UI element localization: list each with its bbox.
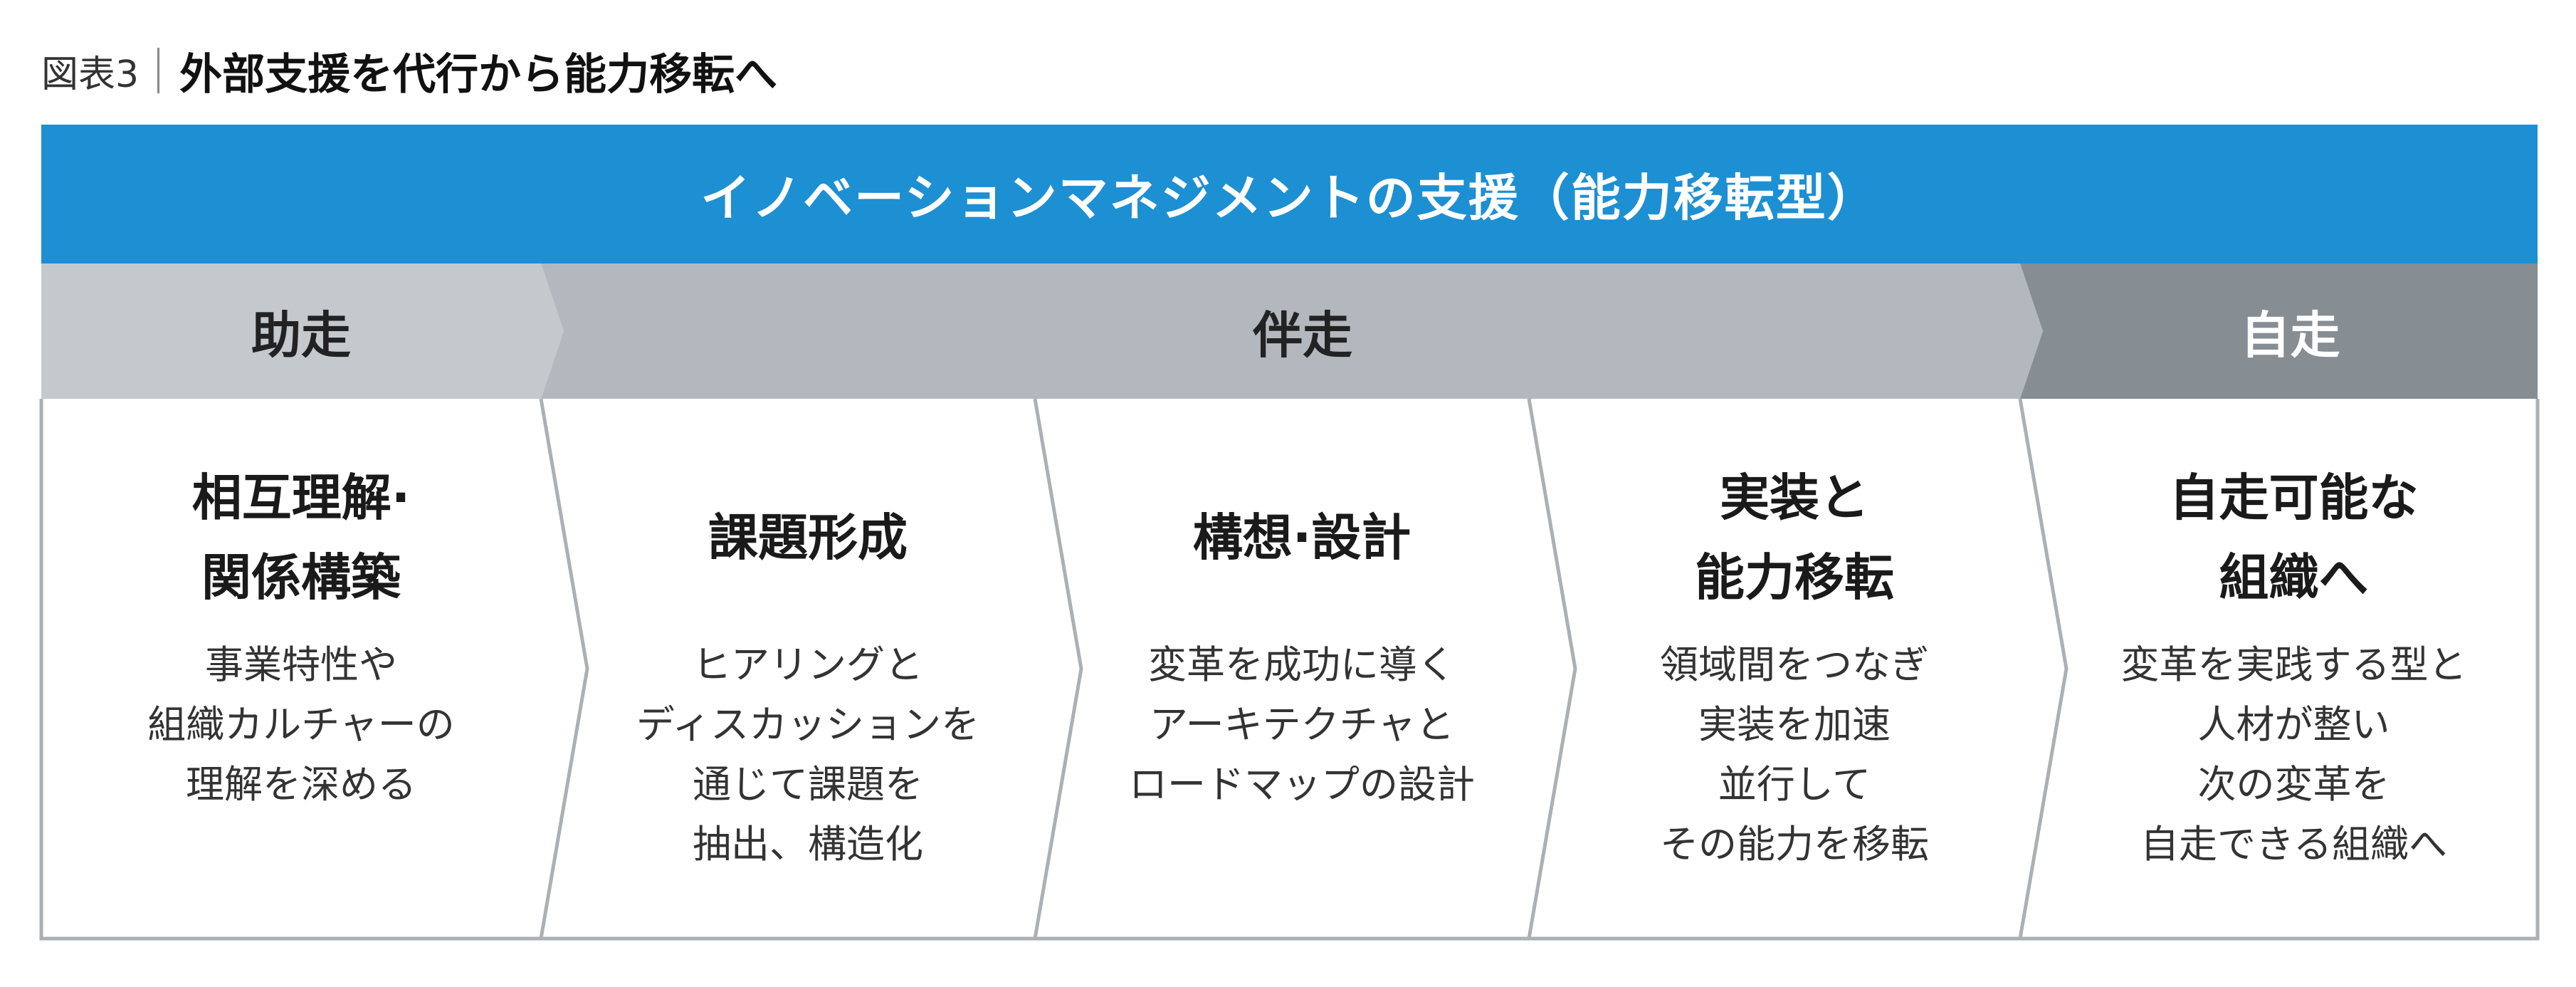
step-divider [1033,398,1083,939]
step-title-line: 実装と [1720,469,1869,527]
step-desc-line: ヒアリングと [692,642,923,687]
step-desc-line: 実装を加速 [1698,702,1891,747]
caption-divider [157,48,160,93]
step-desc-line: 通じて課題を [692,762,923,807]
step-desc-line: 人材が整い [2197,702,2390,747]
step-desc-line: 理解を深める [186,762,416,807]
step-title-line: 課題形成 [708,508,908,567]
phase-band-accompany [541,263,2043,399]
phase-label-assist: 助走 [251,306,351,365]
step-title-line: 相互理解· [191,469,411,527]
figure-caption: 図表3 外部支援を代行から能力移転へ [41,31,777,110]
step-title-line: 自走可能な [2169,469,2419,527]
step-title: 課題形成 [708,449,908,627]
figure-title: 外部支援を代行から能力移転へ [179,49,778,100]
step-desc-line: 抽出、構造化 [692,822,923,867]
phase-label-accompany: 伴走 [1253,306,1352,365]
step-title: 相互理解· 関係構築 [192,449,411,627]
step-divider [2018,398,2068,939]
step-column-self-driving: 自走可能な 組織へ 変革を実践する型と 人材が整い 次の変革を 自走できる組織へ [2050,399,2538,940]
step-description: ヒアリングと ディスカッションを 通じて課題を 抽出、構造化 [636,635,979,874]
step-column-implementation: 実装と 能力移転 領域間をつなぎ 実装を加速 並行して その能力を移転 [1557,399,2031,940]
step-title-line: 能力移転 [1695,548,1894,607]
step-description: 変革を成功に導く アーキテクチャと ロードマップの設計 [1129,635,1475,815]
phase-band-assist [41,263,564,399]
step-column-mutual-understanding: 相互理解· 関係構築 事業特性や 組織カルチャーの 理解を深める [41,399,561,940]
step-desc-line: 次の変革を [2197,762,2390,807]
step-description: 変革を実践する型と 人材が整い 次の変革を 自走できる組織へ [2121,635,2467,874]
phase-label-self: 自走 [2240,306,2340,365]
step-desc-line: 組織カルチャーの [147,702,455,747]
phase-band-self [2020,263,2538,399]
step-description: 領域間をつなぎ 実装を加速 並行して その能力を移転 [1660,635,1929,874]
step-description: 事業特性や 組織カルチャーの 理解を深める [147,635,454,815]
step-desc-line: 変革を実践する型と [2120,642,2467,687]
step-divider [1527,398,1577,939]
step-title-line: 関係構築 [201,548,401,607]
step-desc-line: その能力を移転 [1660,822,1929,867]
steps-outline [39,399,2540,941]
step-desc-line: アーキテクチャと [1149,702,1455,747]
support-banner: イノベーションマネジメントの支援（能力移転型） [41,125,2538,263]
step-column-issue-formation: 課題形成 ヒアリングと ディスカッションを 通じて課題を 抽出、構造化 [569,399,1046,940]
step-desc-line: 領域間をつなぎ [1660,642,1929,687]
step-desc-line: 自走できる組織へ [2140,822,2447,867]
step-desc-line: ロードマップの設計 [1129,762,1475,807]
step-title-line: 構想·設計 [1192,508,1411,567]
step-title: 構想·設計 [1193,449,1411,627]
step-desc-line: ディスカッションを [636,702,980,747]
figure-label: 図表3 [41,53,140,96]
step-desc-line: 並行して [1718,762,1871,807]
step-desc-line: 変革を成功に導く [1148,642,1456,687]
step-title: 自走可能な 組織へ [2170,449,2419,627]
step-title: 実装と 能力移転 [1695,449,1894,627]
step-column-concept-design: 構想·設計 変革を成功に導く アーキテクチャと ロードマップの設計 [1063,399,1540,940]
step-desc-line: 事業特性や [205,642,397,687]
step-title-line: 組織へ [2219,548,2369,607]
step-divider [539,398,589,939]
